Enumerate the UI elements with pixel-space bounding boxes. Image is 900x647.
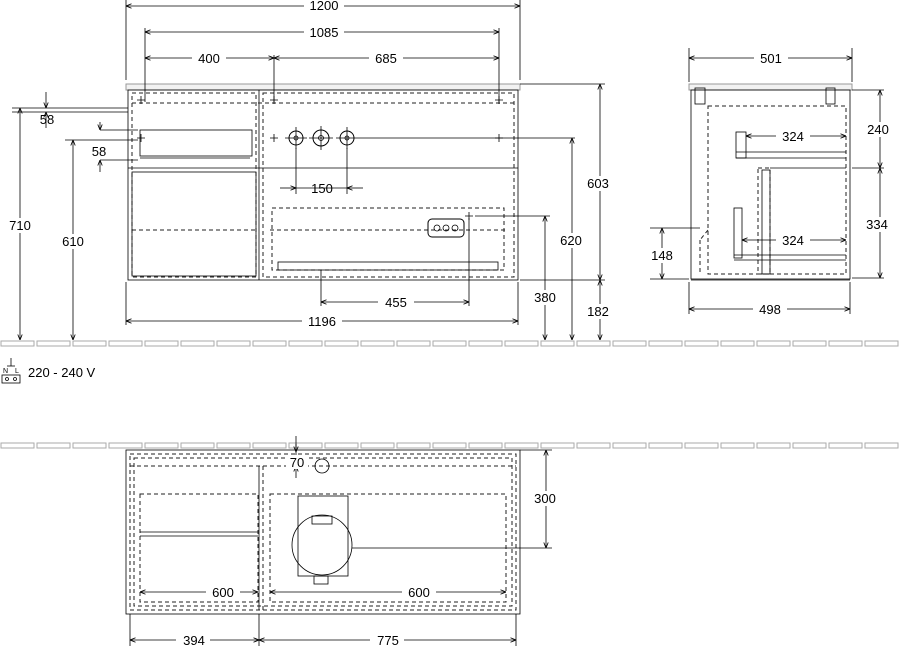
floor-tile: [720, 340, 755, 347]
floor-tile: [36, 442, 71, 449]
floor-tile: [216, 442, 251, 449]
floor-tile: [252, 442, 287, 449]
siphon-icon: [291, 514, 353, 576]
socket-label-n: N: [3, 368, 8, 375]
dim-siphon-height: 380: [534, 290, 556, 305]
floor-tile: [504, 340, 539, 347]
floor-tile: [684, 442, 719, 449]
power-socket-icon: [1, 358, 21, 384]
floor-tile: [432, 442, 467, 449]
floor-tile: [612, 442, 647, 449]
floor-tile: [756, 442, 791, 449]
floor-tile: [144, 442, 179, 449]
floor-tile: [144, 340, 179, 347]
floor-tile: [828, 442, 863, 449]
top-view: 70 300 600 600 394 775: [125, 436, 562, 647]
floor-tile: [324, 340, 359, 347]
floor-tile: [576, 442, 611, 449]
dim-base-height: 148: [651, 248, 673, 263]
floor-tile: [468, 442, 503, 449]
dim-offset-second: 58: [92, 144, 106, 159]
dim-drawer-depth-bottom: 324: [782, 233, 804, 248]
floor-tile: [540, 340, 575, 347]
dim-right-section: 685: [375, 51, 397, 66]
floor-tile: [72, 340, 107, 347]
dim-inner-width: 1085: [310, 25, 339, 40]
floor-tile: [864, 340, 899, 347]
power-supply: N L 220 - 240 V: [1, 358, 96, 384]
dim-total-height: 710: [9, 218, 31, 233]
socket-label-l: L: [15, 368, 19, 375]
floor-tile: [288, 340, 323, 347]
floor-tile: [792, 340, 827, 347]
dim-offset-top: 58: [40, 112, 54, 127]
floor-tile: [0, 340, 35, 347]
dim-right-drawer: 600: [408, 585, 430, 600]
floor-line-lower: [0, 442, 899, 449]
floor-tile: [864, 442, 899, 449]
floor-tile: [792, 442, 827, 449]
front-view: 1200 1085 400 685 150 455 1196 58 58 710…: [6, 0, 614, 340]
floor-tile: [180, 442, 215, 449]
dim-left-drawer: 600: [212, 585, 234, 600]
floor-tile: [396, 442, 431, 449]
dim-left-width: 394: [183, 633, 205, 647]
power-voltage: 220 - 240 V: [28, 365, 96, 380]
dim-tap-spacing: 150: [311, 181, 333, 196]
floor-tile: [684, 340, 719, 347]
outlet-icon: [427, 218, 465, 238]
side-view: 501 498 324 324 240 334 148: [648, 48, 894, 317]
dim-wall-offset: 70: [290, 455, 304, 470]
floor-tile: [72, 442, 107, 449]
floor-tile: [504, 442, 539, 449]
floor-tile: [360, 340, 395, 347]
floor-tile: [216, 340, 251, 347]
floor-tile: [360, 442, 395, 449]
dim-top-depth: 300: [534, 491, 556, 506]
floor-line-upper: [0, 340, 899, 347]
dim-overall-width: 1200: [310, 0, 339, 13]
tap-right-icon: [336, 127, 358, 149]
floor-tile: [108, 442, 143, 449]
tap-left-icon: [285, 127, 307, 149]
floor-tile: [252, 340, 287, 347]
floor-tile: [324, 442, 359, 449]
floor-tile: [576, 340, 611, 347]
floor-tile: [540, 442, 575, 449]
floor-tile: [396, 340, 431, 347]
dim-outlet-height: 620: [560, 233, 582, 248]
floor-tile: [720, 442, 755, 449]
tap-center-icon: [309, 126, 333, 150]
dim-floor-gap: 182: [587, 304, 609, 319]
floor-tile: [288, 442, 323, 449]
dim-side-depth-top: 501: [760, 51, 782, 66]
floor-tile: [432, 340, 467, 347]
dim-left-section: 400: [198, 51, 220, 66]
dim-mid-height: 610: [62, 234, 84, 249]
floor-tile: [180, 340, 215, 347]
dim-bottom-width: 1196: [308, 314, 336, 329]
dim-drawer-depth-top: 324: [782, 129, 804, 144]
floor-tile: [0, 442, 35, 449]
floor-tile: [108, 340, 143, 347]
dim-right-width: 775: [377, 633, 399, 647]
floor-tile: [828, 340, 863, 347]
floor-tile: [612, 340, 647, 347]
dim-lower-height: 334: [866, 217, 888, 232]
dim-top-height: 240: [867, 122, 889, 137]
floor-tile: [648, 340, 683, 347]
dim-cabinet-height: 603: [587, 176, 609, 191]
dim-drawer-offset: 455: [385, 295, 407, 310]
floor-tile: [468, 340, 503, 347]
floor-tile: [756, 340, 791, 347]
floor-tile: [36, 340, 71, 347]
dim-side-depth-bottom: 498: [759, 302, 781, 317]
floor-tile: [648, 442, 683, 449]
